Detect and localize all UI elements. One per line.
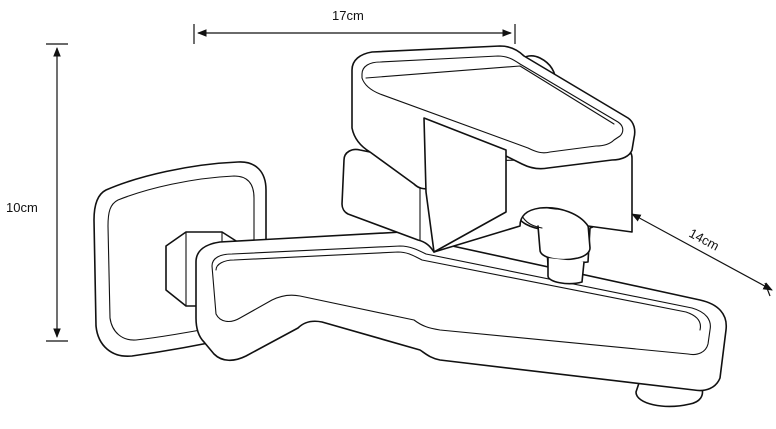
height-dimension: 10cm	[6, 43, 68, 342]
depth-label: 14cm	[687, 225, 722, 253]
spout-body	[195, 231, 727, 408]
height-label: 10cm	[6, 200, 38, 215]
width-label: 17cm	[332, 8, 364, 23]
depth-dimension-line	[631, 213, 773, 291]
lever-handle	[351, 45, 636, 253]
width-dimension: 17cm	[193, 8, 516, 44]
lever-front-face	[423, 117, 507, 253]
depth-ext-end	[764, 282, 771, 297]
depth-dimension: 14cm	[631, 213, 773, 297]
